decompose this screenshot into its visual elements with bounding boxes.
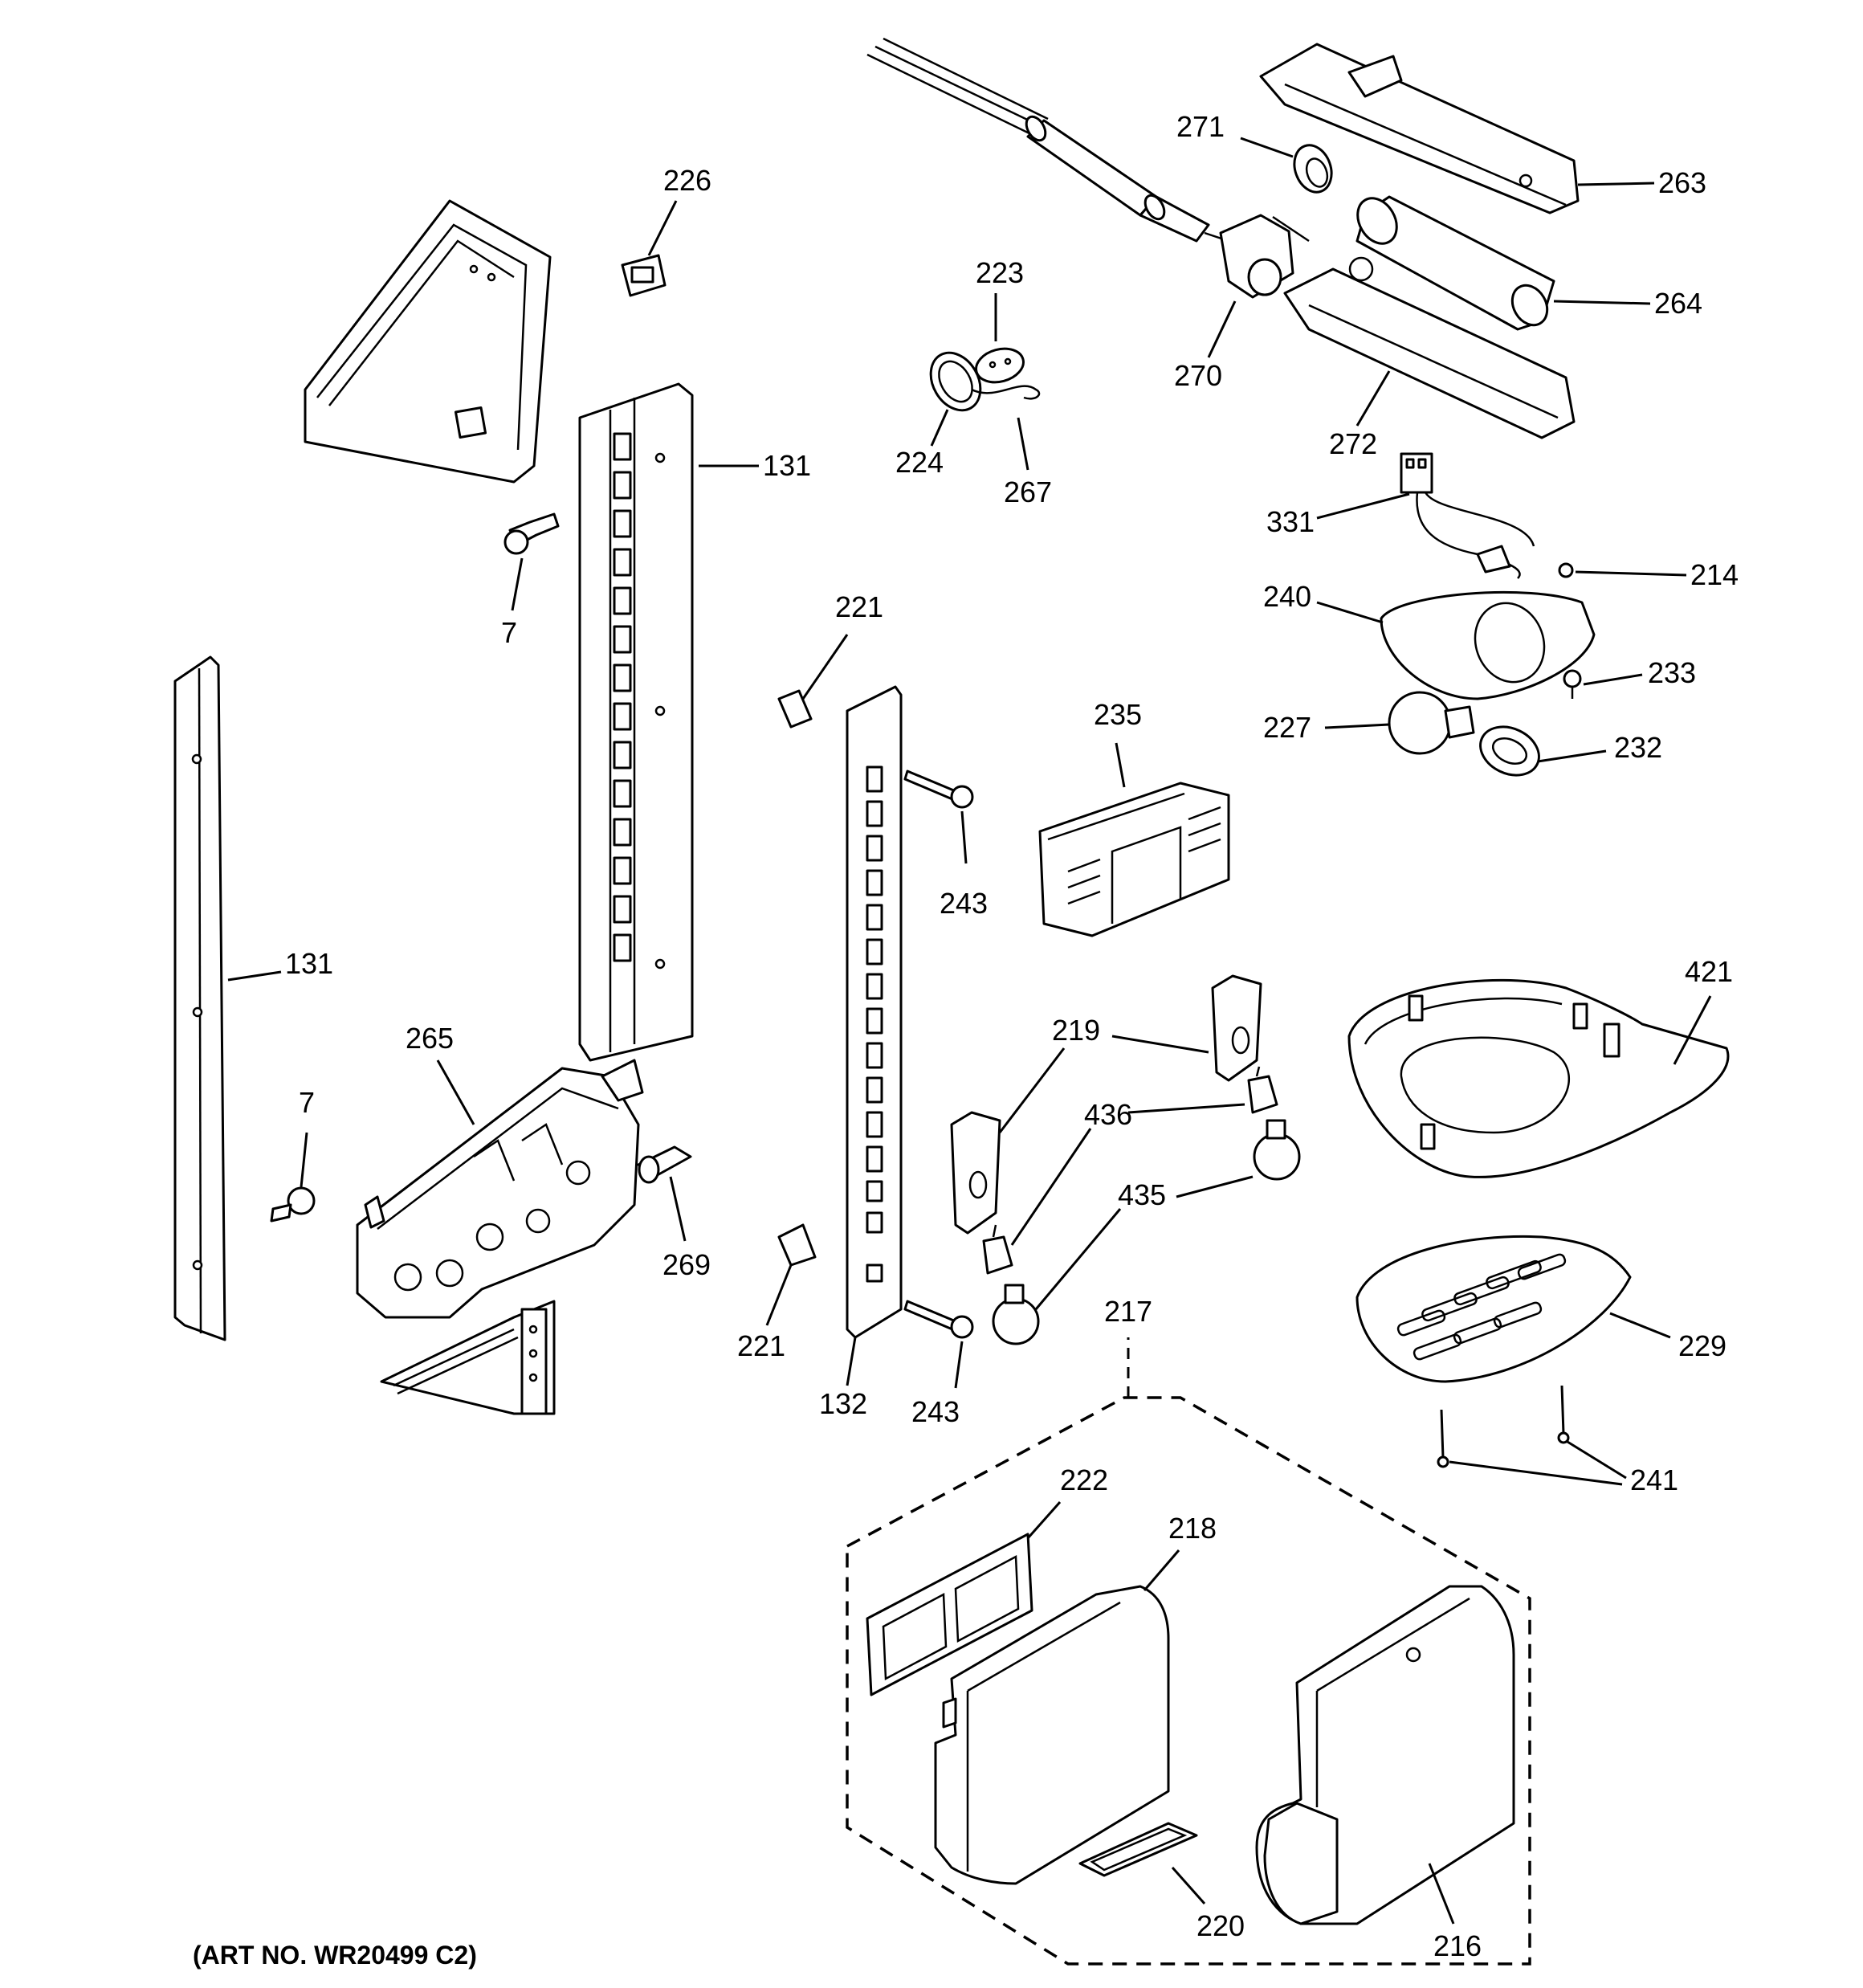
leader-435-b: [1034, 1208, 1122, 1310]
leader-435-a: [1176, 1175, 1254, 1198]
callout-232: 232: [1614, 731, 1662, 764]
bulb-435-left: [992, 1284, 1040, 1345]
gasket-part-222: [866, 1501, 1062, 1696]
gasket-part-220: [1078, 1822, 1206, 1904]
callout-221-upper: 221: [835, 590, 883, 623]
callout-235: 235: [1094, 698, 1142, 731]
grommet-part-224: [929, 351, 982, 447]
art-number-caption: (ART NO. WR20499 C2): [193, 1941, 477, 1970]
screw-7-lower: [270, 1132, 316, 1223]
clip-221-lower: [765, 1223, 817, 1326]
leader-436-a: [1127, 1103, 1245, 1114]
callout-265: 265: [406, 1022, 454, 1055]
knob-part-271: [1240, 137, 1333, 194]
lens-part-229: [1355, 1235, 1671, 1383]
socket-436-left: [982, 1224, 1013, 1275]
callout-263: 263: [1658, 166, 1706, 199]
callout-223: 223: [976, 256, 1024, 289]
cabinet-corner-top: [304, 199, 552, 484]
callout-272: 272: [1329, 427, 1377, 460]
lens-229-slots: [1396, 1253, 1567, 1361]
rail-131-slots: [613, 432, 632, 962]
callout-217: 217: [1104, 1295, 1152, 1328]
hinge-part-265: [356, 1059, 644, 1319]
socket-436-right: [1247, 1066, 1278, 1114]
rail-131-lower: [173, 655, 282, 1341]
leader-219-a: [1111, 1035, 1209, 1054]
lamp-cover-219-right: [1211, 974, 1262, 1082]
switch-part-226: [621, 200, 678, 297]
callout-240: 240: [1263, 580, 1311, 613]
screw-part-233: [1563, 669, 1643, 699]
callout-226: 226: [663, 164, 711, 197]
callout-218: 218: [1168, 1512, 1217, 1545]
filter-part-264: [1355, 195, 1651, 331]
shield-part-240: [1316, 590, 1596, 700]
cabinet-corner-bottom: [380, 1300, 556, 1415]
callout-267: 267: [1004, 476, 1052, 508]
callout-229: 229: [1678, 1329, 1726, 1362]
callout-435: 435: [1118, 1178, 1166, 1211]
screw-243-lower: [903, 1300, 974, 1389]
rail-131-upper: [578, 382, 759, 1062]
callout-7-lower: 7: [299, 1086, 315, 1119]
tube-assembly: [866, 37, 1241, 247]
callout-243-lower: 243: [911, 1395, 960, 1428]
callout-243-upper: 243: [940, 887, 988, 920]
cover-part-216: [1255, 1585, 1515, 1925]
vent-part-235: [1038, 742, 1230, 937]
callout-241: 241: [1630, 1463, 1678, 1496]
rail-132-slots: [866, 765, 883, 1283]
connector-part-270: [1207, 214, 1310, 358]
callout-227: 227: [1263, 711, 1311, 744]
callout-131-upper: 131: [763, 449, 811, 482]
callout-216: 216: [1433, 1929, 1482, 1962]
bulb-435-right: [1253, 1119, 1301, 1181]
rail-part-132: [846, 685, 903, 1386]
cover-part-218: [934, 1549, 1180, 1885]
callout-220: 220: [1196, 1909, 1245, 1942]
housing-part-272: [1283, 256, 1576, 439]
callout-436: 436: [1084, 1098, 1132, 1131]
callout-269: 269: [662, 1248, 711, 1281]
callout-222: 222: [1060, 1463, 1108, 1496]
callout-421: 421: [1685, 955, 1733, 988]
callout-7-upper: 7: [501, 616, 517, 649]
harness-part-331: [1316, 452, 1535, 579]
callout-233: 233: [1648, 656, 1696, 689]
callout-131-lower: 131: [285, 947, 333, 980]
lamp-cover-219-left: [950, 1111, 1001, 1235]
callout-214: 214: [1690, 558, 1739, 591]
screws-part-241: [1437, 1385, 1627, 1486]
callout-132: 132: [819, 1387, 867, 1420]
callout-331: 331: [1266, 505, 1315, 538]
screw-7-upper: [503, 512, 560, 611]
pin-part-269: [637, 1145, 692, 1242]
callout-219: 219: [1052, 1014, 1100, 1047]
housing-part-421: [1347, 978, 1730, 1178]
callout-264: 264: [1654, 287, 1702, 320]
callout-270: 270: [1174, 359, 1222, 392]
socket-part-232: [1479, 725, 1607, 777]
screw-243-upper: [903, 769, 974, 864]
callout-271: 271: [1176, 110, 1225, 143]
plate-part-223: [975, 293, 1025, 384]
kit-outline-217: [846, 1337, 1531, 1966]
leader-436-b: [1010, 1128, 1092, 1246]
leader-219-b: [998, 1047, 1066, 1133]
nut-part-214: [1558, 562, 1687, 578]
wire-part-267: [971, 385, 1041, 471]
callout-221-lower: 221: [737, 1329, 785, 1362]
bulb-part-227: [1324, 691, 1475, 755]
callout-224: 224: [895, 446, 944, 479]
clip-221-upper: [777, 634, 849, 729]
housing-part-263: [1259, 43, 1655, 214]
